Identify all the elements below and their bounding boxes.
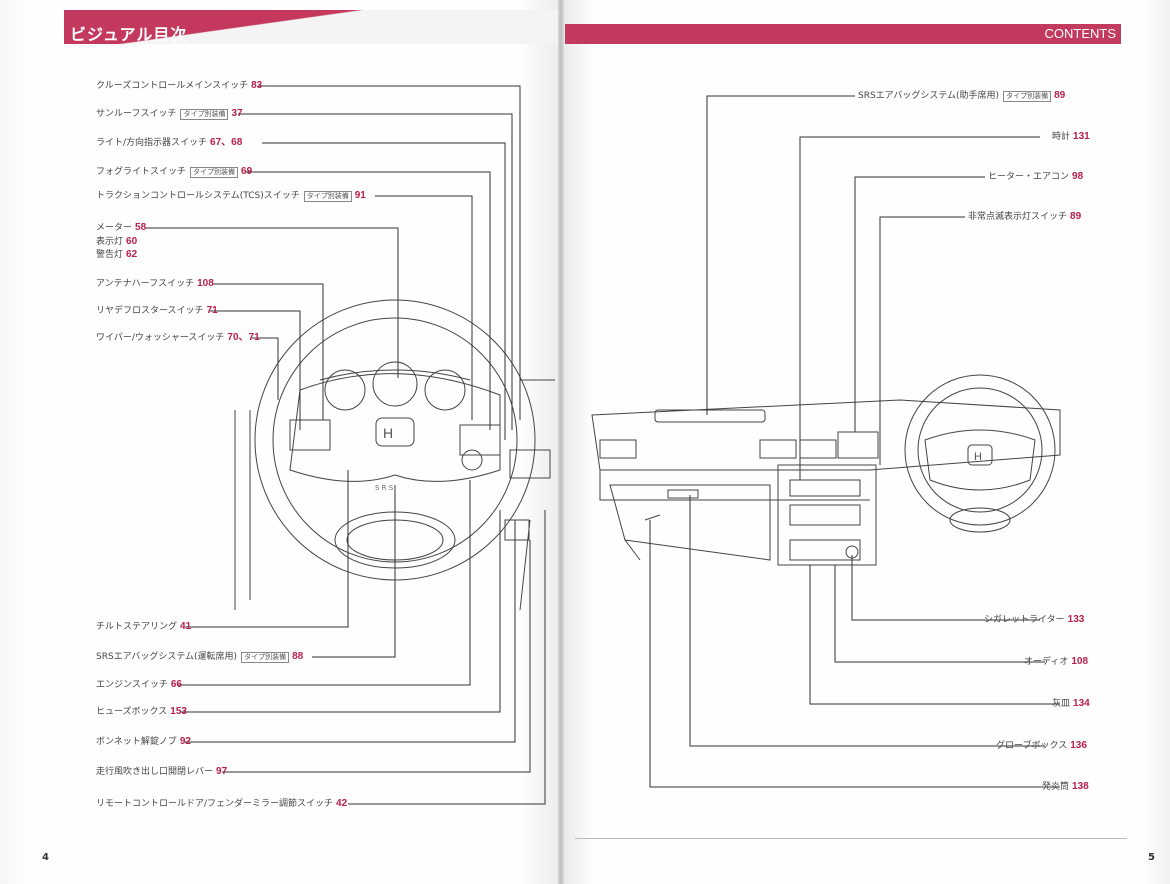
right-leader-lines xyxy=(649,95,1060,788)
footer-rule xyxy=(575,838,1127,839)
svg-text:H: H xyxy=(383,425,393,441)
page-title: ビジュアル目次 xyxy=(70,25,188,44)
page-number-left: 4 xyxy=(42,852,49,863)
left-header-bar xyxy=(64,10,558,44)
contents-title: CONTENTS xyxy=(1044,26,1117,41)
left-page xyxy=(0,0,560,884)
svg-text:S R S: S R S xyxy=(375,484,394,492)
svg-text:H: H xyxy=(974,451,982,463)
dashboard-front-illustration: H xyxy=(591,374,1061,566)
book-gutter xyxy=(558,0,564,884)
page-number-right: 5 xyxy=(1148,852,1155,863)
right-header-bar xyxy=(565,24,1121,44)
left-leader-lines xyxy=(145,85,546,805)
right-page xyxy=(563,0,1170,884)
